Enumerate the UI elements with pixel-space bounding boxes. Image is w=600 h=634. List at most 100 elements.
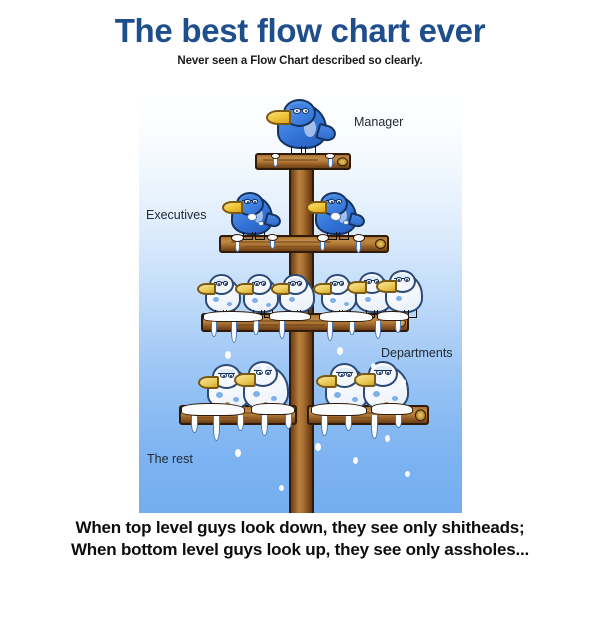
bird-eye <box>332 281 338 286</box>
flow-chart-illustration: Manager Executives Departments The rest <box>139 95 462 513</box>
dropping-drip <box>261 414 268 436</box>
dropping-drip <box>349 321 355 335</box>
dropping-blob <box>267 234 278 241</box>
dropping-blob <box>203 311 263 322</box>
bird-eye <box>346 372 352 377</box>
bird-department <box>313 274 357 318</box>
dropping-drip <box>253 321 259 335</box>
bird-eye <box>216 281 222 286</box>
bird-beak <box>376 280 397 293</box>
bird-speck <box>334 392 341 398</box>
wood-grain <box>325 416 380 419</box>
dropping-drip <box>395 320 401 333</box>
bird-department <box>197 274 241 318</box>
bird-beak <box>234 373 256 387</box>
bird-department <box>235 274 279 318</box>
bird-eyelid <box>394 274 410 279</box>
dropping-drip <box>375 321 381 339</box>
log-end-ring-icon <box>375 238 386 250</box>
page-subtitle: Never seen a Flow Chart described so cle… <box>177 54 423 67</box>
bird-manager <box>266 99 338 154</box>
bird-feet <box>408 310 417 318</box>
log-end-ring-icon <box>337 156 348 167</box>
dropping-drip <box>213 415 220 441</box>
bird-beak <box>222 201 243 214</box>
dropping-drip <box>345 415 352 431</box>
dropping-drip <box>285 414 292 429</box>
bird-eye <box>293 108 301 114</box>
dropping-drip <box>328 158 333 168</box>
dropping-drip <box>231 321 237 343</box>
bird-feet <box>243 232 253 240</box>
wood-grain <box>262 159 318 162</box>
bird-speck <box>365 297 371 302</box>
page-header: The best flow chart ever Never seen a Fl… <box>0 0 600 67</box>
bird-beak <box>198 376 219 389</box>
dropping-drip <box>371 415 378 439</box>
bird-eye <box>385 370 391 375</box>
bird-eye <box>297 281 302 286</box>
dropping-blob <box>371 403 413 415</box>
dropping-blob <box>231 234 244 242</box>
falling-dropping <box>337 347 343 355</box>
bird-gloss <box>338 208 347 223</box>
bird-speck <box>352 397 358 402</box>
bird-beak <box>197 283 216 295</box>
bird-department <box>376 270 423 318</box>
dropping-blob <box>319 311 373 322</box>
dropping-blob <box>377 311 409 321</box>
bird-eye <box>228 373 234 378</box>
bird-speck <box>253 391 260 397</box>
dropping-blob <box>269 311 311 321</box>
caption-line-1: When top level guys look down, they see … <box>75 518 525 537</box>
bird-eye <box>376 370 383 375</box>
bird-speck <box>289 297 295 302</box>
falling-dropping <box>225 351 231 359</box>
bird-eye <box>265 370 271 375</box>
log-end-ring-icon <box>415 409 426 421</box>
dropping-blob <box>181 403 245 416</box>
bird-feet <box>305 146 316 154</box>
bird-department <box>271 274 315 318</box>
bird-eye <box>223 281 228 286</box>
page-title: The best flow chart ever <box>114 12 486 49</box>
bird-speck <box>392 396 398 401</box>
label-departments: Departments <box>381 346 453 360</box>
falling-dropping <box>371 363 376 370</box>
bird-beak <box>313 283 332 295</box>
falling-dropping <box>235 449 241 457</box>
dropping-blob <box>251 403 295 415</box>
dropping-drip <box>320 241 325 251</box>
bird-feet <box>255 232 265 240</box>
bird-speck <box>233 397 239 402</box>
label-the-rest: The rest <box>147 452 193 466</box>
bird-eye <box>404 277 410 282</box>
wood-grain <box>244 245 321 248</box>
dropping-drip <box>237 415 244 431</box>
label-executives: Executives <box>146 208 207 222</box>
bird-beak <box>316 375 337 388</box>
bird-speck <box>271 396 277 401</box>
dropping-drip <box>235 241 240 252</box>
bird-eye <box>220 373 227 378</box>
bird-speck <box>330 298 336 303</box>
bird-eye <box>396 277 402 282</box>
bird-feet <box>339 232 349 240</box>
dropping-drip <box>279 320 285 339</box>
dropping-drip <box>191 415 198 433</box>
dropping-blob <box>271 153 280 159</box>
falling-dropping <box>315 443 321 451</box>
falling-dropping <box>279 485 284 491</box>
falling-dropping <box>405 471 410 477</box>
bird-speck <box>213 297 219 302</box>
dropping-drip <box>270 240 275 249</box>
caption-line-2: When bottom level guys look up, they see… <box>70 540 530 560</box>
bird-speck <box>252 298 258 303</box>
dropping-blob <box>311 403 367 416</box>
bird-eye <box>261 281 266 286</box>
dropping-drip <box>273 158 278 167</box>
bird-splatter <box>258 221 264 226</box>
bird-eye <box>338 372 345 377</box>
dropping-drip <box>321 415 328 436</box>
bird-eye <box>256 370 263 375</box>
